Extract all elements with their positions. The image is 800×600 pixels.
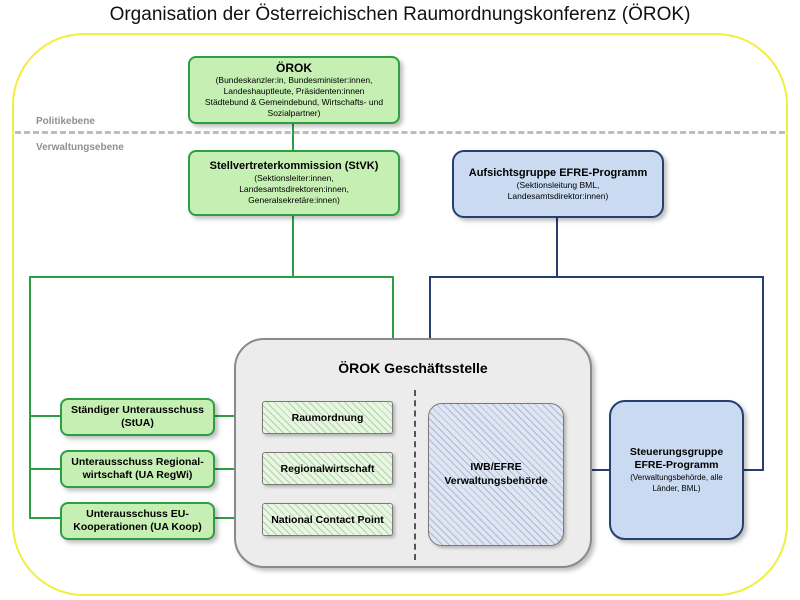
iwb-efre-authority-box: IWB/EFRE Verwaltungsbehörde <box>428 403 564 546</box>
committee-uakoop-box: Unterausschuss EU- Kooperationen (UA Koo… <box>60 502 215 540</box>
level-divider <box>15 131 785 134</box>
administration-level-label: Verwaltungsebene <box>36 142 124 153</box>
orok-box: ÖROK (Bundeskanzler:in, Bundesminister:i… <box>188 56 400 124</box>
iwb-line: IWB/EFRE <box>470 460 522 473</box>
stvk-title: Stellvertreterkommission (StVK) <box>209 160 379 173</box>
aufsichtsgruppe-box: Aufsichtsgruppe EFRE-Programm (Sektionsl… <box>452 150 664 218</box>
orok-members-line: Städtebund & Gemeindebund, Wirtschafts- … <box>204 97 384 108</box>
orok-members-line: Sozialpartner) <box>267 108 321 119</box>
steuerungsgruppe-members-line: (Verwaltungsbehörde, alle <box>630 473 723 483</box>
aufsichtsgruppe-members-line: (Sektionsleitung BML, <box>516 179 600 190</box>
orok-members-line: Landeshauptleute, Präsidenten:innen <box>223 86 365 97</box>
committee-line: Unterausschuss EU- <box>86 508 189 521</box>
steuerungsgruppe-members-line: Länder, BML) <box>652 483 701 493</box>
aufsichtsgruppe-members-line: Landesamtsdirektor:innen) <box>507 190 609 201</box>
committee-line: wirtschaft (UA RegWi) <box>82 469 193 481</box>
office-divider <box>414 390 416 560</box>
committee-line: Ständiger Unterausschuss <box>70 404 205 417</box>
aufsicht-office-connector <box>429 218 558 340</box>
office-title: ÖROK Geschäftsstelle <box>338 360 488 376</box>
aufsicht-steuerung-connector <box>557 276 764 471</box>
committee-line: Kooperationen (UA Koop) <box>73 521 202 533</box>
orok-members-line: (Bundeskanzler:in, Bundesminister:innen, <box>215 75 373 86</box>
stvk-members-line: (Sektionsleiter:innen, <box>254 173 334 184</box>
committee-stua-box: Ständiger Unterausschuss (StUA) <box>60 398 215 436</box>
committee-line: (StUA) <box>121 417 154 429</box>
orok-title: ÖROK <box>276 61 312 76</box>
politics-level-label: Politikebene <box>36 116 95 127</box>
stvk-members-line: Landesamtsdirektoren:innen, <box>239 184 349 195</box>
aufsichtsgruppe-title: Aufsichtsgruppe EFRE-Programm <box>468 166 648 179</box>
committee-uaregwi-box: Unterausschuss Regional- wirtschaft (UA … <box>60 450 215 488</box>
stvk-members-line: Generalsekretäre:innen) <box>248 195 340 206</box>
iwb-line: Verwaltungsbehörde <box>444 474 548 487</box>
stvk-left-connector <box>29 216 294 519</box>
steuerungsgruppe-box: Steuerungsgruppe EFRE-Programm (Verwaltu… <box>609 400 744 540</box>
page-title: Organisation der Österreichischen Raumor… <box>109 4 691 25</box>
stvk-box: Stellvertreterkommission (StVK) (Sektion… <box>188 150 400 216</box>
unit-national-contact-point: National Contact Point <box>262 503 393 536</box>
unit-regionalwirtschaft: Regionalwirtschaft <box>262 452 393 485</box>
steuerungsgruppe-title-line: EFRE-Programm <box>634 458 719 471</box>
stvk-office-connector <box>293 276 394 340</box>
steuerungsgruppe-title-line: Steuerungsgruppe <box>629 446 724 459</box>
committee-line: Unterausschuss Regional- <box>71 456 204 469</box>
unit-raumordnung: Raumordnung <box>262 401 393 434</box>
